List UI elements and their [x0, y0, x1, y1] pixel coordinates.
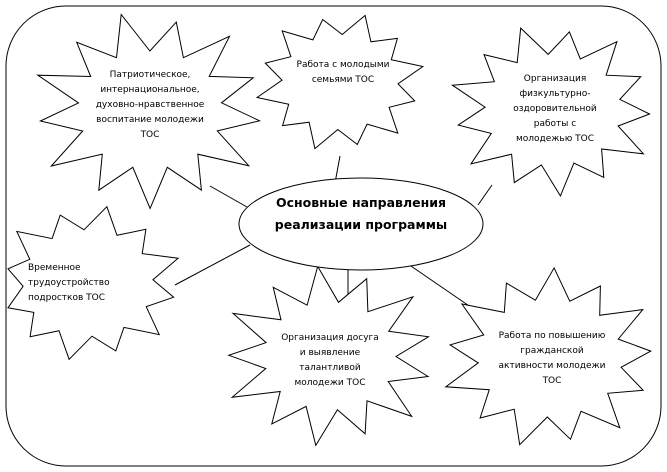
starburst-families [255, 14, 425, 150]
connector-line-employment [174, 244, 251, 286]
outer-frame [5, 5, 662, 467]
center-ellipse [238, 177, 484, 271]
connector-line-civic [407, 263, 479, 313]
connector-lines [174, 155, 493, 313]
starburst-patriotic [36, 13, 262, 210]
branch-label-employment: Временное трудоустройство подростков ТОС [28, 263, 110, 303]
branch-label-patriotic: Патриотическое, интернациональное, духов… [95, 70, 205, 140]
branch-label-civic: Работа по повышению гражданской активнос… [498, 331, 606, 386]
starburst-leisure [227, 265, 430, 447]
starburst-sport [450, 27, 651, 198]
starburst-employment [7, 205, 180, 361]
branch-label-sport: Организация физкультурно- оздоровительно… [513, 74, 597, 144]
connector-line-patriotic [209, 185, 248, 208]
center-label: Основные направления реализации программ… [274, 195, 448, 232]
branch-label-leisure: Организация досуга и выявление талантлив… [281, 333, 379, 388]
branch-label-families: Работа с молодыми семьями ТОС [296, 60, 390, 85]
connector-line-sport [477, 184, 493, 206]
starburst-civic [444, 266, 653, 446]
